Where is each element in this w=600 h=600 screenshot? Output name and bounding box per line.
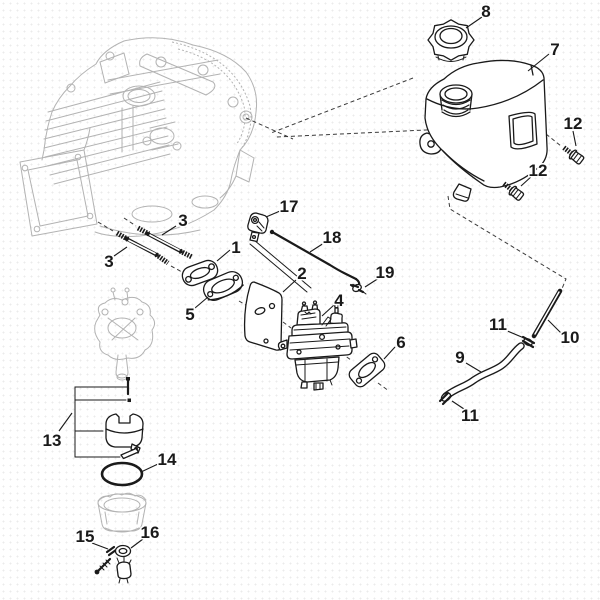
tank-screw-upper <box>562 145 585 165</box>
insulator-spacer <box>202 270 244 302</box>
control-bracket <box>247 212 269 243</box>
fuel-pipe <box>531 288 563 339</box>
callout-4: 4 <box>334 291 344 310</box>
callout-5: 5 <box>185 305 194 324</box>
callout-15: 15 <box>76 527 95 546</box>
bracket-alignment-lines <box>249 239 312 293</box>
float-pin <box>127 398 131 402</box>
callout-10: 10 <box>561 328 580 347</box>
mounting-stud-lower <box>115 230 170 266</box>
float-hinge-strip <box>120 447 140 460</box>
callout-14: 14 <box>158 450 177 469</box>
hose-clamp-upper <box>521 335 536 349</box>
callout-12a: 12 <box>564 114 583 133</box>
leader-lines <box>58 16 577 550</box>
callout-12b: 12 <box>529 161 548 180</box>
callout-7: 7 <box>550 40 559 59</box>
callout-11b: 11 <box>461 406 479 425</box>
carburetor <box>277 300 358 391</box>
callout-16: 16 <box>141 523 160 542</box>
fuel-hose <box>442 342 525 400</box>
callout-18: 18 <box>323 228 342 247</box>
heat-shield-plate <box>243 281 283 351</box>
callout-6: 6 <box>396 333 405 352</box>
throttle-rod <box>269 229 361 289</box>
bowl-screw-bits <box>105 545 118 557</box>
float-needle <box>126 377 130 396</box>
carburetor-top-view-ghost <box>94 287 156 381</box>
callout-3a: 3 <box>178 211 187 230</box>
callout-1: 1 <box>231 238 240 257</box>
tank-screw-lower <box>502 181 525 201</box>
callout-2: 2 <box>297 264 306 283</box>
callout-17: 17 <box>280 197 299 216</box>
callout-labels: 1 2 3 3 4 5 6 7 8 9 10 11 11 12 12 13 14… <box>41 1 584 548</box>
callout-3b: 3 <box>104 252 113 271</box>
fuel-cap <box>427 19 475 62</box>
callout-13: 13 <box>43 431 62 450</box>
float-kit-bracket <box>74 386 129 458</box>
hose-clamp-lower <box>438 391 453 406</box>
bowl-spring-screw <box>94 557 112 575</box>
float-bowl-ghost <box>97 492 147 533</box>
bowl-cup-nut <box>116 556 132 584</box>
callout-9: 9 <box>455 348 464 367</box>
float <box>105 413 144 454</box>
callout-19: 19 <box>376 263 395 282</box>
bowl-grommet <box>114 544 132 558</box>
rod-clip <box>351 283 367 295</box>
bowl-o-ring <box>100 461 144 487</box>
intake-gasket <box>181 259 219 287</box>
engine-block-ghost <box>19 37 257 237</box>
fuel-tank <box>419 59 548 202</box>
callout-8: 8 <box>481 2 490 21</box>
carburetor-gasket <box>348 352 386 388</box>
callout-11a: 11 <box>489 315 507 334</box>
mounting-stud-upper <box>136 225 194 260</box>
